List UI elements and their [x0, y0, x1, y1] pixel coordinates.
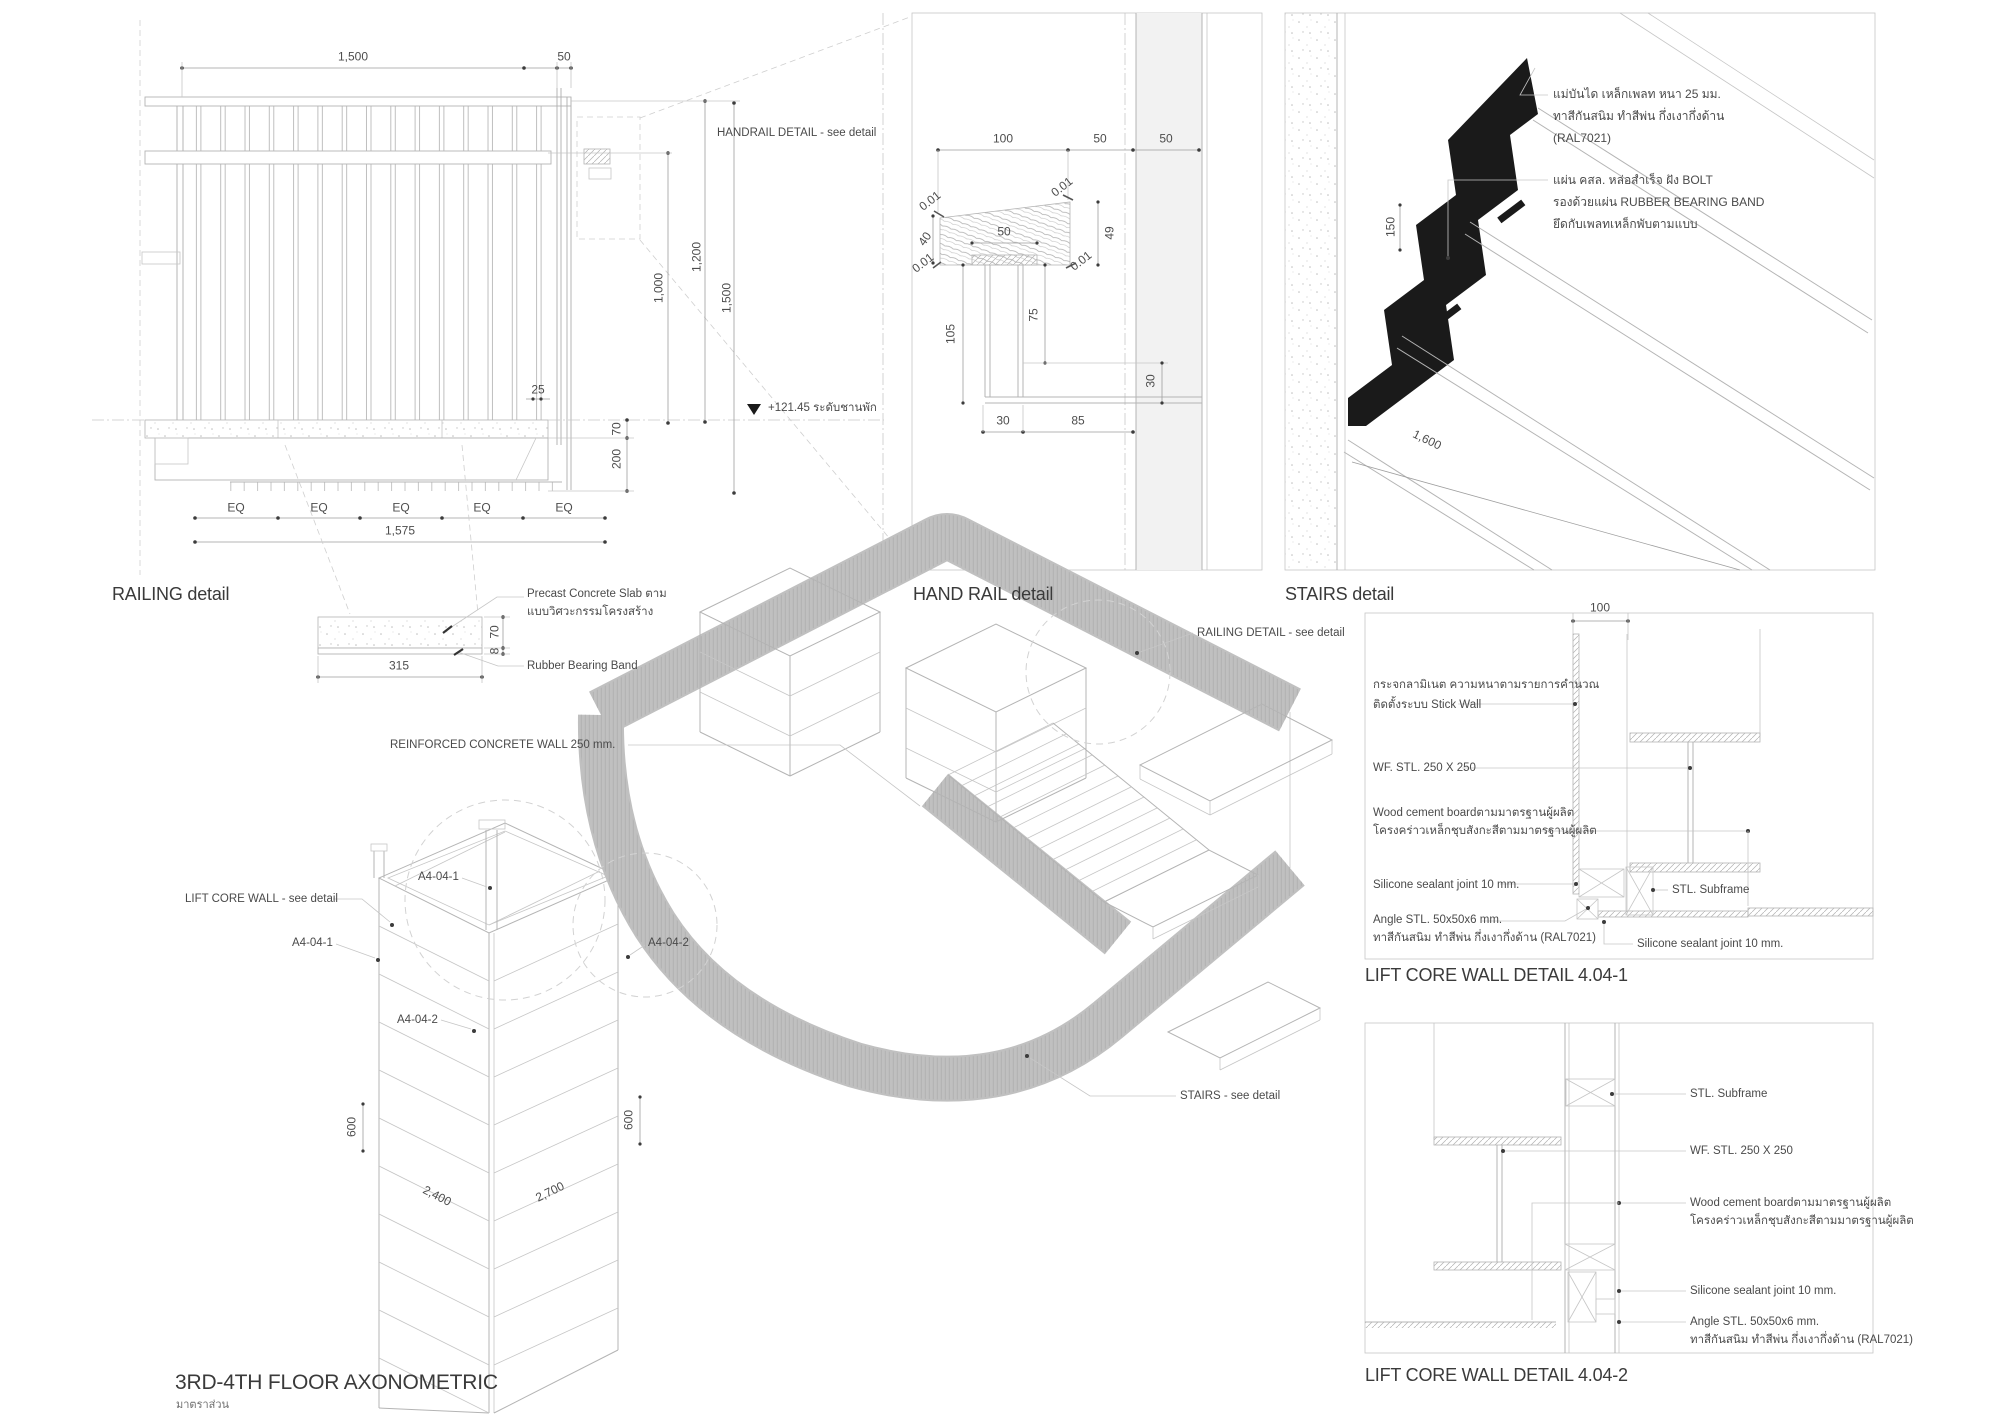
- stairs-note1-line3: (RAL7021): [1553, 131, 1612, 145]
- railing-dim-1200: 1,200: [689, 241, 704, 273]
- slab-dim-315: 315: [388, 658, 410, 673]
- handrail-dim-30-bot: 30: [996, 413, 1010, 428]
- railing-dim-50-top: 50: [557, 49, 571, 64]
- slab-rubber-label: Rubber Bearing Band: [527, 660, 638, 672]
- railing-dim-1500: 1,500: [719, 282, 734, 314]
- lift1-silicone2-label: Silicone sealant joint 10 mm.: [1637, 938, 1784, 950]
- axo-tag-a4041-top: A4-04-1: [418, 871, 459, 883]
- slab-label-line2: แบบวิศวะกรรมโครงสร้าง: [527, 606, 654, 618]
- railing-title: RAILING detail: [112, 584, 230, 604]
- lift2-title: LIFT CORE WALL DETAIL 4.04-2: [1365, 1365, 1628, 1385]
- handrail-dim-75: 75: [1026, 308, 1041, 322]
- lift1-title: LIFT CORE WALL DETAIL 4.04-1: [1365, 965, 1628, 985]
- handrail-dim-85: 85: [1071, 413, 1085, 428]
- handrail-dim-30-side: 30: [1143, 374, 1158, 388]
- railing-dim-25: 25: [531, 382, 545, 397]
- railing-dim-eq-1: EQ: [227, 500, 245, 515]
- handrail-dim-49: 49: [1102, 226, 1117, 240]
- slab-dim-70: 70: [487, 625, 502, 639]
- lift1-angle-line2: ทาสีกันสนิม ทำสีพ่น กึ่งเงากึ่งด้าน (RAL…: [1373, 932, 1596, 944]
- lift1-wood-line1: Wood cement boardตามมาตรฐานผู้ผลิต: [1373, 807, 1575, 819]
- axo-tag-a4041-left: A4-04-1: [292, 937, 333, 949]
- axo-scale-label: มาตราส่วน: [176, 1399, 230, 1411]
- stairs-dim-150: 150: [1383, 216, 1398, 238]
- axo-lift-callout: LIFT CORE WALL - see detail: [185, 893, 338, 905]
- lift2-wf-label: WF. STL. 250 X 250: [1690, 1145, 1793, 1157]
- lift2-angle-line1: Angle STL. 50x50x6 mm.: [1690, 1316, 1820, 1328]
- axo-stairs-callout: STAIRS - see detail: [1180, 1090, 1281, 1102]
- lift1-wood-line2: โครงคร่าวเหล็กชุบสังกะสีตามมาตรฐานผู้ผลิ…: [1373, 825, 1597, 837]
- handrail-dim-50-a: 50: [1093, 131, 1107, 146]
- lift1-angle-line1: Angle STL. 50x50x6 mm.: [1373, 914, 1503, 926]
- railing-level-note: +121.45 ระดับชานพัก: [768, 402, 877, 414]
- slab-dim-8: 8: [487, 647, 502, 655]
- handrail-dim-50-c: 50: [997, 224, 1011, 239]
- slab-label-line1: Precast Concrete Slab ตาม: [527, 588, 667, 600]
- lift1-wf-label: WF. STL. 250 X 250: [1373, 762, 1476, 774]
- lift2-wood-line1: Wood cement boardตามมาตรฐานผู้ผลิต: [1690, 1197, 1892, 1209]
- lift1-subframe-label: STL. Subframe: [1672, 884, 1750, 896]
- axo-tag-a4042-left: A4-04-2: [397, 1014, 438, 1026]
- lift1-dim-100: 100: [1589, 600, 1611, 615]
- railing-dim-eq-5: EQ: [555, 500, 573, 515]
- axo-dim-600-left: 600: [344, 1116, 359, 1138]
- lift2-angle-line2: ทาสีกันสนิม ทำสีพ่น กึ่งเงากึ่งด้าน (RAL…: [1690, 1334, 1913, 1346]
- handrail-dim-100: 100: [992, 131, 1014, 146]
- lift1-glass-line1: กระจกลามิเนต ความหนาตามรายการคำนวณ: [1373, 679, 1600, 691]
- railing-dim-eq-4: EQ: [473, 500, 491, 515]
- stairs-note2-line3: ยึดกับเพลทเหล็กพับตามแบบ: [1553, 217, 1698, 231]
- railing-dim-1500-top: 1,500: [337, 49, 369, 64]
- railing-dim-70: 70: [609, 422, 624, 436]
- stairs-note1-line1: แม่บันได เหล็กเพลท หนา 25 มม.: [1553, 87, 1721, 101]
- lift1-glass-line2: ติดตั้งระบบ Stick Wall: [1373, 699, 1482, 711]
- axo-wall-label: REINFORCED CONCRETE WALL 250 mm.: [390, 739, 616, 751]
- stairs-note1-line2: ทาสีกันสนิม ทำสีพ่น กึ่งเงากึ่งด้าน: [1553, 109, 1725, 123]
- railing-dim-eq-3: EQ: [392, 500, 410, 515]
- lift2-silicone-label: Silicone sealant joint 10 mm.: [1690, 1285, 1837, 1297]
- stairs-note2-line1: แผ่น คสล. หล่อสำเร็จ ฝัง BOLT: [1553, 173, 1713, 187]
- lift2-subframe-label: STL. Subframe: [1690, 1088, 1768, 1100]
- handrail-dim-50-b: 50: [1159, 131, 1173, 146]
- handrail-dim-105: 105: [943, 323, 958, 345]
- stairs-note2-line2: รองด้วยแผ่น RUBBER BEARING BAND: [1553, 195, 1765, 209]
- handrail-title: HAND RAIL detail: [913, 584, 1054, 604]
- axo-railing-callout: RAILING DETAIL - see detail: [1197, 627, 1345, 639]
- axo-title: 3RD-4TH FLOOR AXONOMETRIC: [175, 1371, 498, 1394]
- lift2-wood-line2: โครงคร่าวเหล็กชุบสังกะสีตามมาตรฐานผู้ผลิ…: [1690, 1215, 1914, 1227]
- lift1-silicone-label: Silicone sealant joint 10 mm.: [1373, 879, 1520, 891]
- axo-tag-a4042-right: A4-04-2: [648, 937, 689, 949]
- stairs-title: STAIRS detail: [1285, 584, 1395, 604]
- axo-dim-600-right: 600: [621, 1109, 636, 1131]
- railing-dim-1000: 1,000: [651, 272, 666, 304]
- railing-dim-1575: 1,575: [384, 523, 416, 538]
- railing-dim-eq-2: EQ: [310, 500, 328, 515]
- railing-dim-200: 200: [609, 448, 624, 470]
- railing-handrail-callout: HANDRAIL DETAIL - see detail: [717, 127, 877, 139]
